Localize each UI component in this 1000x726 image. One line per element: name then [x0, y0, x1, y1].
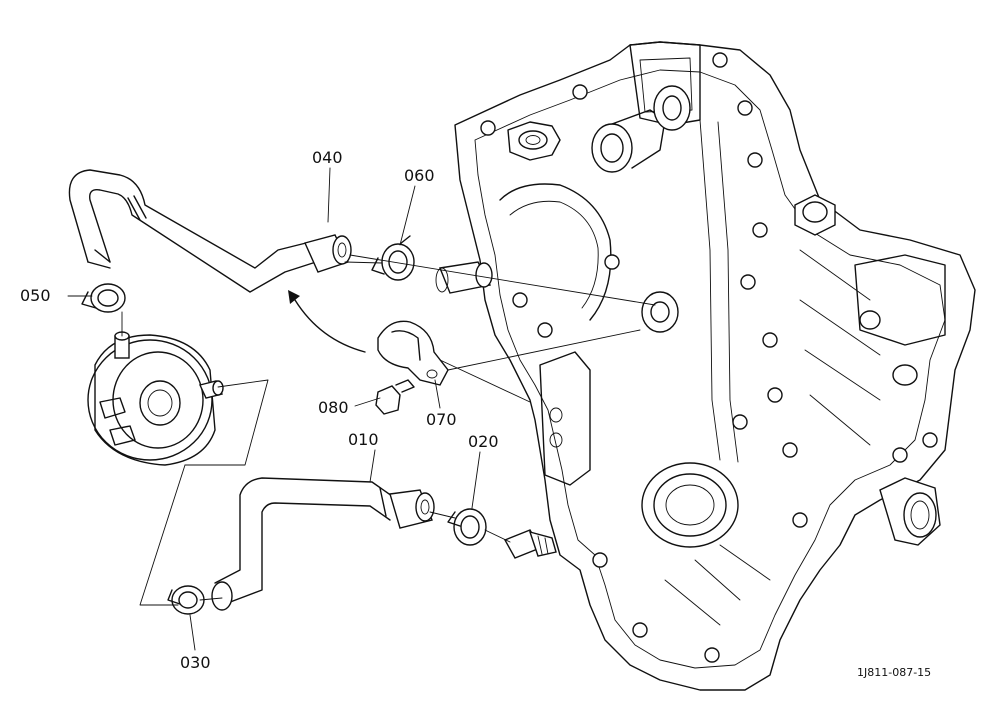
clamp-060 — [371, 235, 415, 281]
clamp-030 — [167, 585, 205, 615]
bolt-080 — [375, 379, 415, 415]
threaded-fitting — [504, 529, 557, 559]
pipe-spigot-upper — [435, 261, 493, 294]
assembly-arrow — [288, 290, 366, 353]
callout-labels: 010 020 030 040 050 060 070 080 — [20, 148, 499, 672]
hose-010 — [211, 477, 435, 611]
drawing-reference-code: 1J811-087-15 — [857, 666, 931, 679]
callout-080: 080 — [318, 398, 349, 417]
hose-040 — [68, 169, 352, 293]
callout-040: 040 — [312, 148, 343, 167]
callout-010: 010 — [348, 430, 379, 449]
clamp-050 — [81, 283, 126, 313]
gear-case-housing — [454, 41, 976, 691]
housing-bolt-bosses — [480, 52, 938, 663]
callout-060: 060 — [404, 166, 435, 185]
clamp-020 — [447, 508, 487, 546]
callout-leaders — [67, 167, 481, 651]
oil-cooler-unit — [87, 331, 224, 466]
callout-020: 020 — [468, 432, 499, 451]
housing-ribs — [664, 249, 881, 626]
callout-070: 070 — [426, 410, 457, 429]
callout-030: 030 — [180, 653, 211, 672]
assembly-guide-lines — [121, 254, 656, 606]
callout-050: 050 — [20, 286, 51, 305]
clip-070 — [377, 320, 449, 386]
